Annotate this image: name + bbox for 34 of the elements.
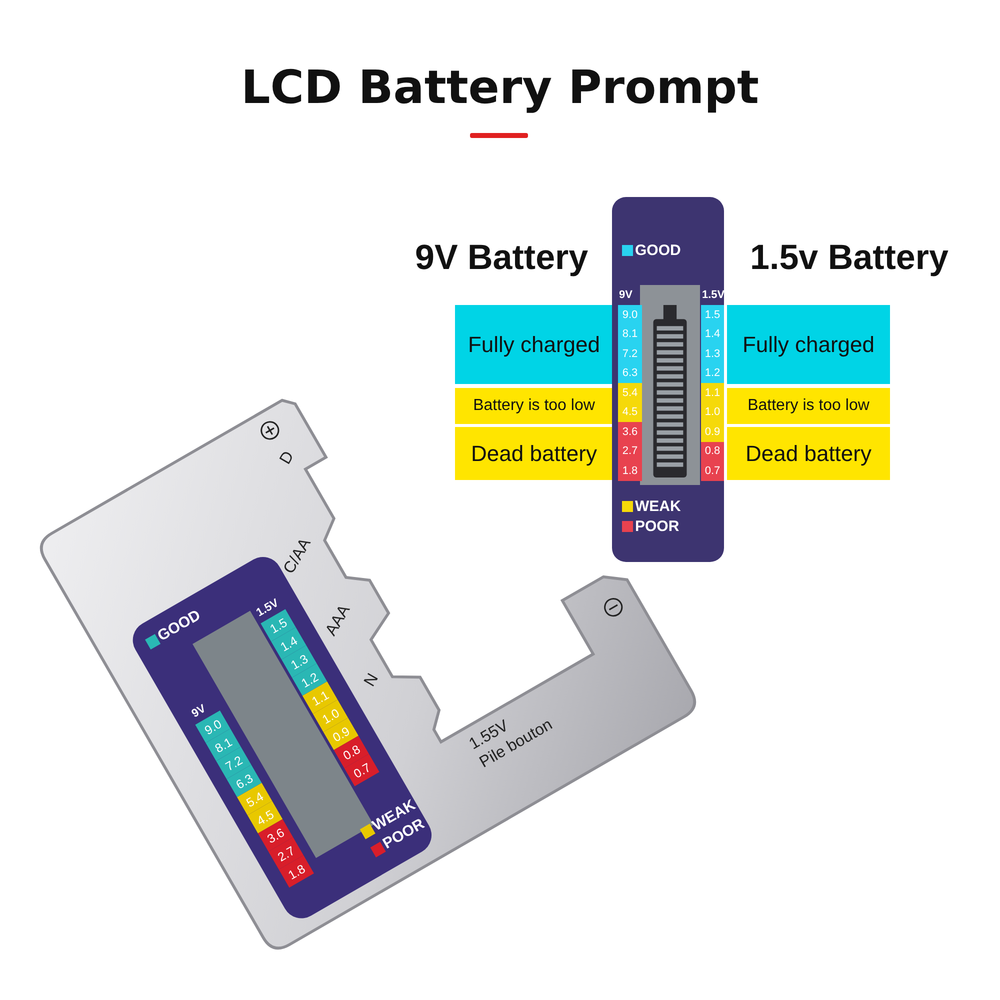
voltage-value: 0.9	[701, 422, 724, 442]
size-label: D	[276, 448, 298, 468]
column-label: 9V	[619, 289, 632, 301]
voltage-value: 0.8	[701, 442, 724, 461]
voltage-value: 1.2	[701, 364, 724, 383]
status-box: Battery is too low	[727, 388, 890, 424]
voltage-value: 0.7	[701, 461, 724, 480]
title: LCD Battery Prompt	[240, 60, 760, 114]
voltage-value: 1.0	[701, 402, 724, 422]
voltage-value: 1.8	[618, 461, 642, 480]
column-label: 1.5V	[702, 289, 725, 301]
heading: 9V Battery	[415, 238, 588, 278]
voltage-value: 4.5	[618, 402, 642, 422]
legend-label: WEAK	[635, 498, 681, 515]
voltage-value: 5.4	[618, 383, 642, 402]
status-box: Dead battery	[727, 427, 890, 480]
heading: 1.5v Battery	[750, 238, 948, 278]
voltage-value: 1.3	[701, 344, 724, 364]
voltage-value: 1.1	[701, 383, 724, 402]
voltage-value: 7.2	[618, 344, 642, 364]
voltage-value: 2.7	[618, 442, 642, 461]
voltage-value: 1.4	[701, 324, 724, 344]
legend-label: POOR	[635, 518, 680, 535]
voltage-value: 3.6	[618, 422, 642, 442]
status-box: Fully charged	[455, 305, 613, 384]
status-box: Fully charged	[727, 305, 890, 384]
voltage-value: 8.1	[618, 324, 642, 344]
voltage-value: 9.0	[618, 305, 642, 324]
status-box: Dead battery	[455, 427, 613, 480]
voltage-value: 6.3	[618, 364, 642, 383]
size-label: N	[360, 670, 383, 690]
voltage-value: 1.5	[701, 305, 724, 324]
status-box: Battery is too low	[455, 388, 613, 424]
legend-label: GOOD	[635, 242, 681, 259]
